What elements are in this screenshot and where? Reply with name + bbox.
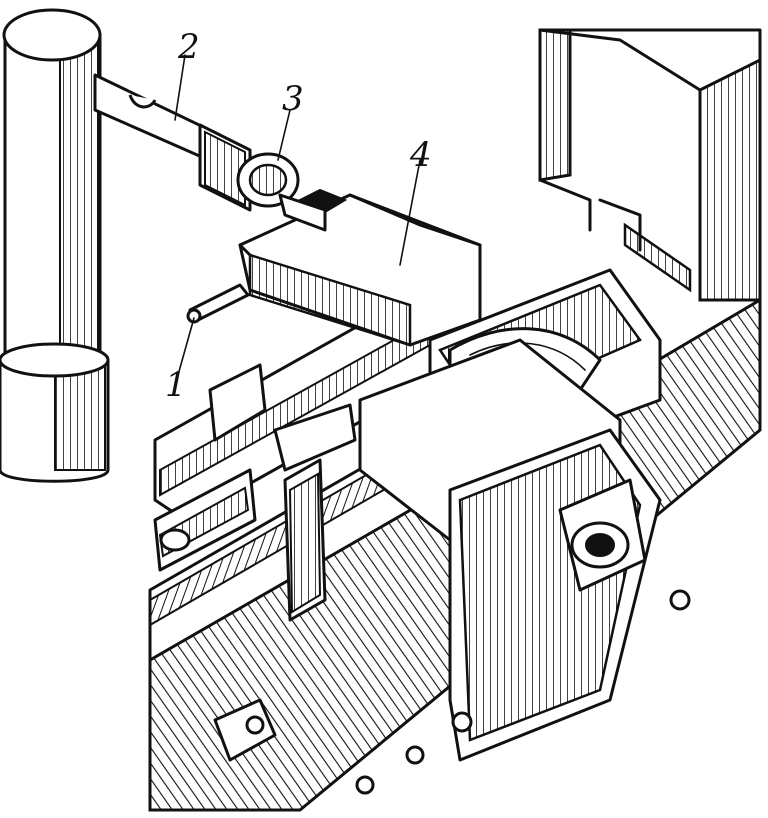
callout-3: 3 bbox=[282, 79, 304, 119]
frame-rivet-3 bbox=[405, 745, 425, 765]
latch-rivet bbox=[451, 711, 473, 733]
guide-jaws bbox=[153, 363, 357, 622]
tool-rod bbox=[93, 73, 252, 212]
adjust-nut bbox=[236, 152, 327, 232]
frame-bracket bbox=[213, 698, 277, 762]
slide-block bbox=[238, 188, 482, 347]
pin-part-1 bbox=[186, 283, 250, 324]
frame-rivet-1 bbox=[669, 589, 691, 611]
latch-housing bbox=[358, 338, 662, 762]
spring-coil bbox=[623, 222, 692, 293]
leader-2 bbox=[174, 54, 186, 121]
leader-3 bbox=[277, 109, 291, 161]
callout-2: 2 bbox=[178, 27, 200, 67]
leader-4 bbox=[399, 159, 421, 266]
upper-housing bbox=[538, 28, 762, 302]
leader-1 bbox=[177, 317, 195, 376]
callout-1: 1 bbox=[165, 365, 187, 405]
frame-rivet-4 bbox=[355, 775, 375, 795]
callout-4: 4 bbox=[410, 135, 432, 175]
handle-cap bbox=[2, 8, 102, 62]
leader-lines bbox=[174, 54, 421, 376]
tool-handle bbox=[0, 8, 110, 483]
